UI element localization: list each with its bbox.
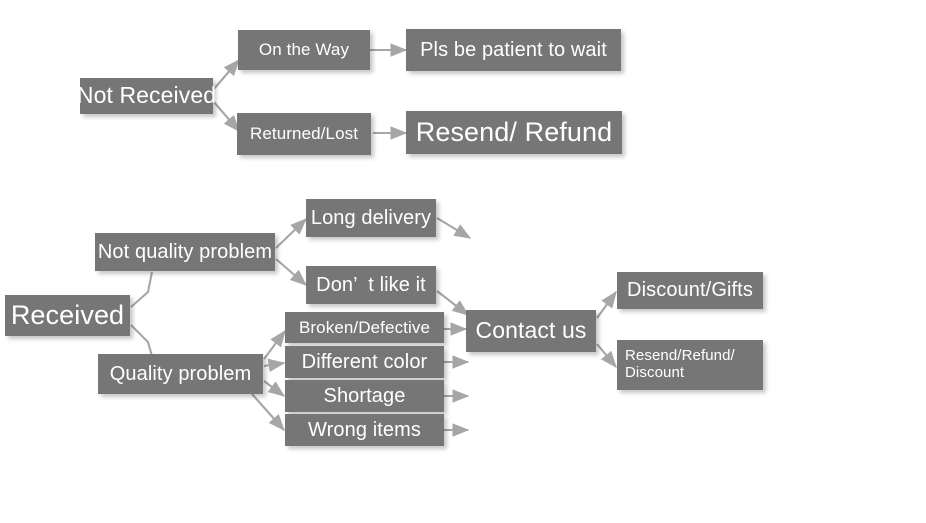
node-broken-defective[interactable]: Broken/Defective xyxy=(285,312,444,343)
node-pls-be-patient-to-wait[interactable]: Pls be patient to wait xyxy=(406,29,621,71)
arrow-quality-to-different-color xyxy=(263,358,286,372)
arrow-not-quality-to-dont-like-it xyxy=(275,258,307,286)
connector-received-to-not-quality xyxy=(130,271,154,308)
node-dont-like-it[interactable]: Don’ t like it xyxy=(306,266,436,304)
node-not-quality-problem[interactable]: Not quality problem xyxy=(95,233,275,271)
arrow-contact-us-to-discount-gifts xyxy=(596,290,617,319)
node-resend-refund-discount[interactable]: Resend/Refund/ Discount xyxy=(617,340,763,390)
node-returned-lost[interactable]: Returned/Lost xyxy=(237,113,371,155)
node-wrong-items[interactable]: Wrong items xyxy=(285,414,444,446)
arrow-contact-us-to-resend-refund-discount xyxy=(596,343,617,368)
node-discount-gifts[interactable]: Discount/Gifts xyxy=(617,272,763,309)
arrow-quality-to-shortage xyxy=(263,380,286,397)
node-quality-problem[interactable]: Quality problem xyxy=(98,354,263,394)
arrow-not-received-to-on-the-way xyxy=(212,59,240,91)
node-received[interactable]: Received xyxy=(5,295,130,336)
node-not-received[interactable]: Not Received xyxy=(77,78,216,114)
node-different-color[interactable]: Different color xyxy=(285,346,444,378)
arrow-quality-to-wrong-items xyxy=(251,393,285,431)
arrow-not-quality-to-long-delivery xyxy=(275,218,307,249)
node-on-the-way[interactable]: On the Way xyxy=(238,30,370,70)
node-contact-us[interactable]: Contact us xyxy=(466,310,596,352)
arrow-quality-to-broken-defective xyxy=(263,329,286,360)
arrow-not-received-to-returned-lost xyxy=(212,100,240,132)
node-long-delivery[interactable]: Long delivery xyxy=(306,199,436,237)
connector-received-to-quality xyxy=(130,324,154,357)
arrow-long-delivery-out xyxy=(436,217,472,239)
node-shortage[interactable]: Shortage xyxy=(285,380,444,412)
node-resend-refund[interactable]: Resend/ Refund xyxy=(406,111,622,154)
